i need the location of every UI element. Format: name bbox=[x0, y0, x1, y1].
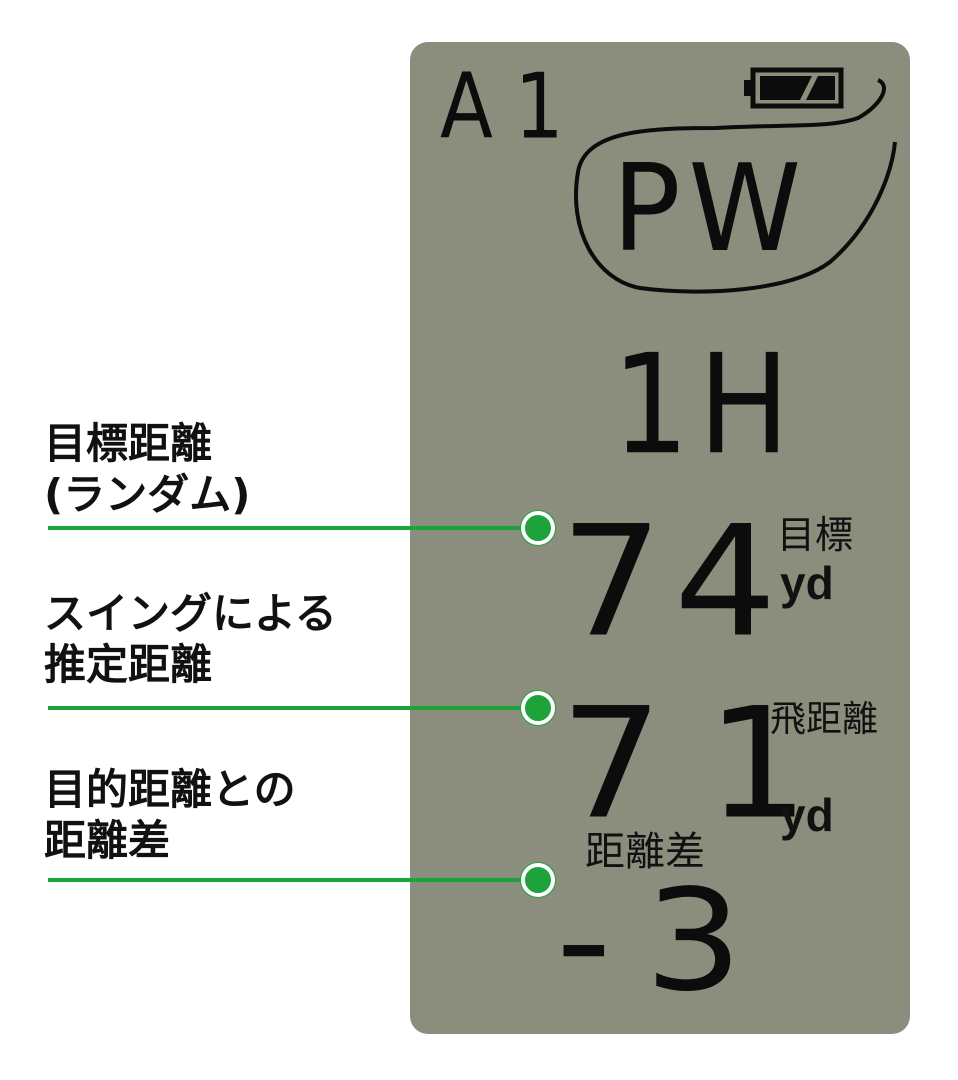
carry-label: 飛距離 bbox=[770, 699, 879, 740]
annotation-line: スイングによる bbox=[44, 589, 337, 638]
leader-line-difference bbox=[48, 878, 538, 882]
carry-distance-value: 71 bbox=[560, 675, 853, 854]
annotation-distance-difference: 目的距離との 距離差 bbox=[44, 764, 296, 866]
leader-dot-difference bbox=[521, 863, 555, 897]
leader-line-estimated bbox=[48, 706, 538, 710]
annotation-line: 推定距離 bbox=[44, 640, 213, 690]
club-head-outline bbox=[574, 78, 897, 294]
leader-dot-target bbox=[521, 511, 555, 545]
battery-icon bbox=[744, 67, 844, 109]
annotation-line: 目的距離との bbox=[44, 765, 296, 814]
hole-indicator: 1H bbox=[612, 324, 799, 485]
mode-indicator: A1 bbox=[440, 54, 586, 160]
leader-line-target bbox=[48, 526, 538, 530]
target-unit: yd bbox=[780, 557, 834, 609]
annotation-estimated-distance: スイングによる 推定距離 bbox=[44, 588, 337, 690]
target-distance-value: 74 bbox=[560, 493, 788, 672]
annotation-line: (ランダム) bbox=[44, 470, 251, 520]
annotation-target-distance: 目標距離 (ランダム) bbox=[44, 418, 250, 520]
target-label: 目標 bbox=[777, 513, 854, 557]
club-indicator: PW bbox=[612, 140, 809, 279]
difference-value: -3 bbox=[556, 860, 776, 1023]
annotation-line: 目標距離 bbox=[44, 419, 213, 468]
annotation-line: 距離差 bbox=[44, 816, 171, 866]
difference-label: 距離差 bbox=[585, 829, 705, 875]
lcd-screen bbox=[410, 42, 910, 1034]
carry-unit: yd bbox=[780, 789, 834, 841]
leader-dot-estimated bbox=[521, 691, 555, 725]
